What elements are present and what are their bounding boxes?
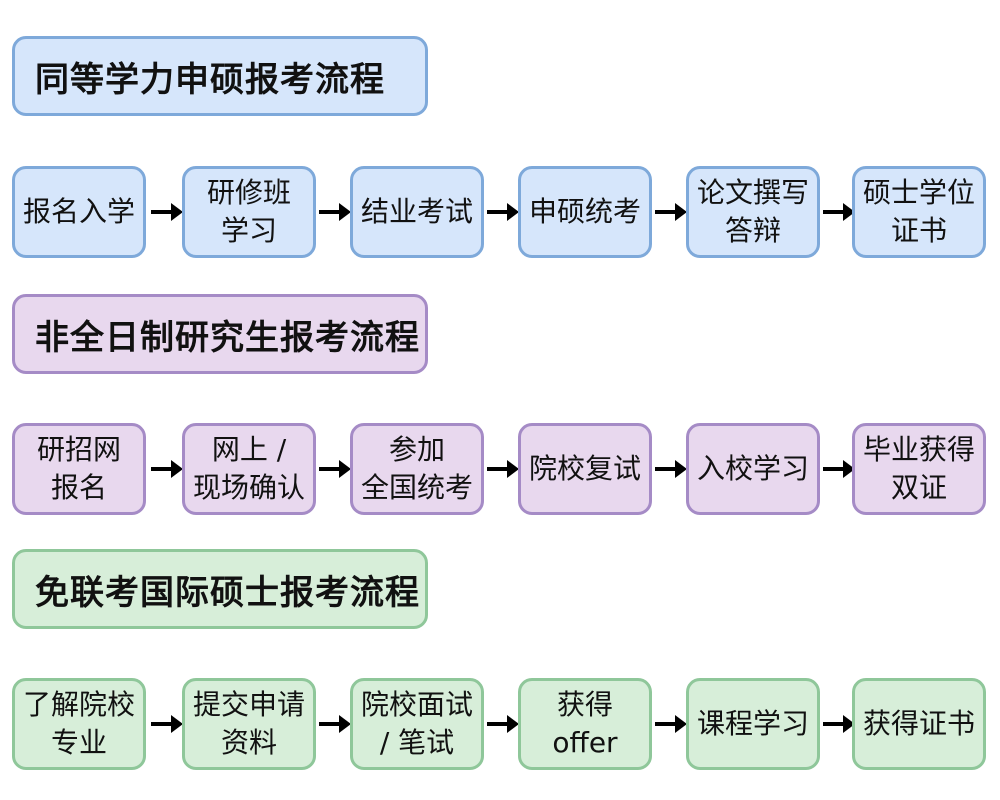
flow-step: 院校复试 <box>518 423 652 515</box>
section-title-part-time-postgraduate: 非全日制研究生报考流程 <box>12 294 428 374</box>
section-title-international-master: 免联考国际硕士报考流程 <box>12 549 428 629</box>
flow-step: 研修班 学习 <box>182 166 316 258</box>
arrow-right-icon <box>317 196 353 228</box>
flow-step: 课程学习 <box>686 678 820 770</box>
flow-step: 硕士学位 证书 <box>852 166 986 258</box>
flow-step: 申硕统考 <box>518 166 652 258</box>
flow-step: 提交申请 资料 <box>182 678 316 770</box>
arrow-right-icon <box>149 708 185 740</box>
flow-step: 获得 offer <box>518 678 652 770</box>
section-title-equivalent-degree: 同等学力申硕报考流程 <box>12 36 428 116</box>
flow-step: 入校学习 <box>686 423 820 515</box>
flow-step: 网上 / 现场确认 <box>182 423 316 515</box>
flow-row-part-time-postgraduate: 研招网 报名 网上 / 现场确认 参加 全国统考 院校复试 入校学习 毕业获得 … <box>12 423 988 515</box>
flow-step: 院校面试 / 笔试 <box>350 678 484 770</box>
arrow-right-icon <box>653 453 689 485</box>
flow-step: 毕业获得 双证 <box>852 423 986 515</box>
flow-step: 研招网 报名 <box>12 423 146 515</box>
flow-step: 参加 全国统考 <box>350 423 484 515</box>
arrow-right-icon <box>821 708 857 740</box>
arrow-right-icon <box>317 708 353 740</box>
arrow-right-icon <box>653 196 689 228</box>
flow-row-equivalent-degree: 报名入学 研修班 学习 结业考试 申硕统考 论文撰写 答辩 硕士学位 证书 <box>12 166 988 258</box>
flow-step: 报名入学 <box>12 166 146 258</box>
arrow-right-icon <box>485 708 521 740</box>
flow-step: 了解院校 专业 <box>12 678 146 770</box>
flow-step: 获得证书 <box>852 678 986 770</box>
flow-step: 论文撰写 答辩 <box>686 166 820 258</box>
arrow-right-icon <box>149 453 185 485</box>
arrow-right-icon <box>317 453 353 485</box>
arrow-right-icon <box>485 453 521 485</box>
flow-step: 结业考试 <box>350 166 484 258</box>
arrow-right-icon <box>821 196 857 228</box>
arrow-right-icon <box>653 708 689 740</box>
arrow-right-icon <box>821 453 857 485</box>
arrow-right-icon <box>149 196 185 228</box>
flow-row-international-master: 了解院校 专业 提交申请 资料 院校面试 / 笔试 获得 offer 课程学习 … <box>12 678 988 770</box>
arrow-right-icon <box>485 196 521 228</box>
